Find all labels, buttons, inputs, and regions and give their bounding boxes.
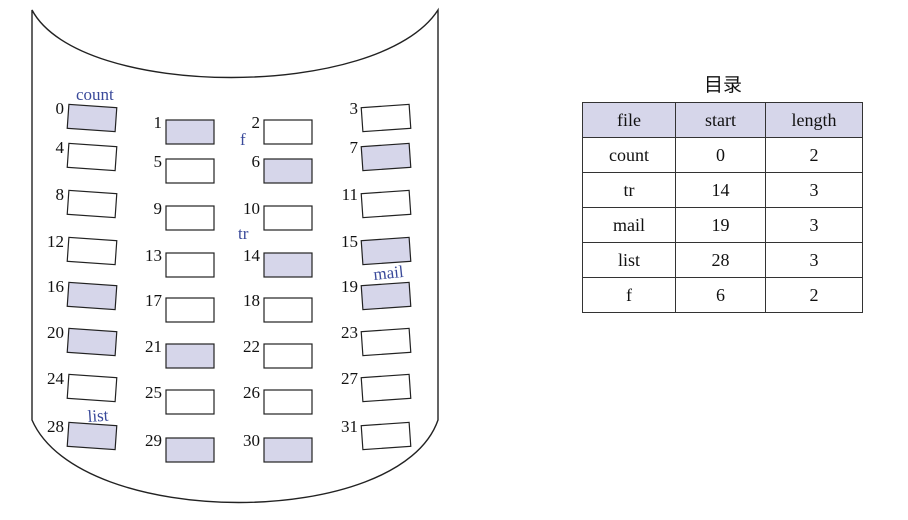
block-number: 8 <box>56 185 65 204</box>
disk-block <box>165 158 215 184</box>
block-number: 31 <box>341 417 358 436</box>
disk-block <box>263 205 313 231</box>
file-label: list <box>87 406 109 426</box>
block-number: 24 <box>47 369 65 388</box>
cell-length: 3 <box>765 172 863 208</box>
block-number: 21 <box>145 337 162 356</box>
cell-start: 6 <box>675 277 766 313</box>
disk-block <box>66 327 118 357</box>
block-number: 22 <box>243 337 260 356</box>
disk-block <box>165 389 215 415</box>
disk-block <box>360 281 412 311</box>
disk-block <box>165 205 215 231</box>
block-number: 15 <box>341 232 358 251</box>
cell-start: 28 <box>675 242 766 278</box>
table-row: mail 19 3 <box>582 207 863 243</box>
block-number: 0 <box>56 99 65 118</box>
disk-block <box>360 373 412 403</box>
block-number: 17 <box>145 291 163 310</box>
block-number: 3 <box>350 99 359 118</box>
disk-block <box>66 103 118 133</box>
cell-file: count <box>582 137 676 173</box>
block-number: 10 <box>243 199 260 218</box>
disk-block <box>263 297 313 323</box>
block-number: 30 <box>243 431 260 450</box>
header-file: file <box>582 102 676 138</box>
file-label: f <box>240 130 246 149</box>
table-row: f 6 2 <box>582 277 863 313</box>
disk-block <box>263 119 313 145</box>
block-number: 12 <box>47 232 64 251</box>
disk-block <box>360 103 412 133</box>
block-number: 1 <box>154 113 163 132</box>
block-number: 7 <box>350 138 359 157</box>
block-number: 27 <box>341 369 359 388</box>
block-number: 28 <box>47 417 64 436</box>
file-labels: count f tr mail list <box>76 85 405 426</box>
disk-block <box>360 421 412 451</box>
disk-block <box>66 421 118 451</box>
block-number: 9 <box>154 199 163 218</box>
block-number: 13 <box>145 246 162 265</box>
disk-block <box>165 119 215 145</box>
block-number: 26 <box>243 383 260 402</box>
block-number: 29 <box>145 431 162 450</box>
directory-table: file start length count 0 2 tr 14 3 mail… <box>582 102 863 313</box>
disk-block <box>360 142 412 172</box>
block-number: 20 <box>47 323 64 342</box>
table-row: tr 14 3 <box>582 172 863 208</box>
disk-block <box>263 158 313 184</box>
disk-block <box>165 297 215 323</box>
block-number: 6 <box>252 152 261 171</box>
cell-length: 3 <box>765 207 863 243</box>
block-number: 23 <box>341 323 358 342</box>
block-number: 14 <box>243 246 261 265</box>
file-label: count <box>76 85 114 104</box>
directory-title: 目录 <box>703 74 742 96</box>
disk-block <box>66 281 118 311</box>
block-number: 5 <box>154 152 163 171</box>
block-number: 18 <box>243 291 260 310</box>
file-label: mail <box>372 262 404 284</box>
cell-start: 0 <box>675 137 766 173</box>
block-number: 19 <box>341 277 358 296</box>
block-number: 11 <box>342 185 358 204</box>
table-row: count 0 2 <box>582 137 863 173</box>
block-number: 16 <box>47 277 64 296</box>
cell-start: 14 <box>675 172 766 208</box>
cell-file: f <box>582 277 676 313</box>
table-row: list 28 3 <box>582 242 863 278</box>
disk-block <box>165 252 215 278</box>
header-start: start <box>675 102 766 138</box>
block-number: 25 <box>145 383 162 402</box>
disk-block <box>66 189 118 219</box>
block-number: 4 <box>56 138 65 157</box>
disk-block <box>263 252 313 278</box>
disk-block <box>66 236 118 266</box>
file-label: tr <box>238 224 249 243</box>
cell-length: 2 <box>765 277 863 313</box>
disk-block <box>263 437 313 463</box>
disk-block <box>165 343 215 369</box>
disk-block <box>66 142 118 172</box>
cell-length: 3 <box>765 242 863 278</box>
block-number: 2 <box>252 113 261 132</box>
directory-header-row: file start length <box>582 102 863 138</box>
cell-start: 19 <box>675 207 766 243</box>
disk-block <box>360 189 412 219</box>
cell-file: tr <box>582 172 676 208</box>
disk-block <box>360 236 412 266</box>
cell-file: mail <box>582 207 676 243</box>
disk-block <box>263 389 313 415</box>
disk-block <box>360 327 412 357</box>
header-length: length <box>765 102 863 138</box>
cell-file: list <box>582 242 676 278</box>
cell-length: 2 <box>765 137 863 173</box>
disk-block <box>66 373 118 403</box>
disk-cylinder-outline <box>31 7 439 504</box>
disk-block <box>263 343 313 369</box>
disk-block <box>165 437 215 463</box>
